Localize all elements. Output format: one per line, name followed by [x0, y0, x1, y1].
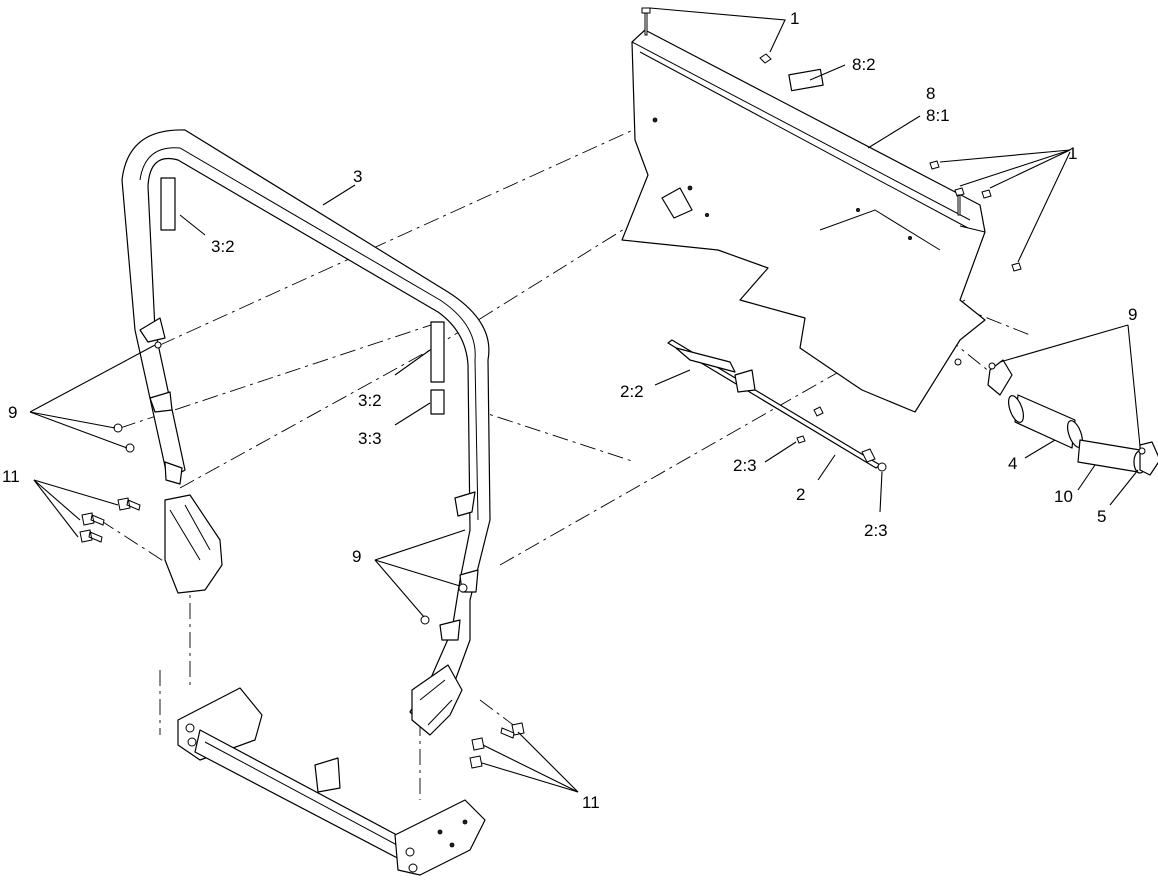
decal-3-3: [430, 389, 445, 415]
callout-3: 3: [353, 167, 362, 186]
callout-3-2-lower: 3:2: [358, 391, 382, 410]
callout-3-2-upper: 3:2: [211, 237, 235, 256]
callout-1-right: 1: [1068, 144, 1077, 163]
callout-11-bottom: 11: [582, 793, 600, 812]
callout-2-2: 2:2: [620, 382, 644, 401]
decal-8-2: [788, 68, 824, 92]
callout-11-left: 11: [2, 467, 20, 486]
callout-8-1: 8:1: [926, 106, 950, 125]
latch-pin-assembly: [987, 359, 1158, 476]
callout-10: 10: [1054, 487, 1073, 506]
rear-panel-part-8: [621, 29, 986, 413]
callout-8-2: 8:2: [852, 55, 876, 74]
callout-8: 8: [926, 84, 935, 103]
callout-2-3-left: 2:3: [733, 456, 757, 475]
callout-9-left: 9: [8, 403, 17, 422]
callout-9-right: 9: [1128, 305, 1137, 324]
bolts-part-11: [79, 497, 525, 769]
latch-rod-part-2: [667, 339, 887, 472]
callout-9-mid: 9: [352, 547, 361, 566]
callout-5: 5: [1097, 507, 1106, 526]
callout-1-top: 1: [790, 9, 799, 28]
decal-3-2-upper: [160, 177, 176, 231]
base-mount-frame: [177, 687, 486, 876]
leader-lines: [29, 7, 1141, 793]
callout-2-3-right: 2:3: [864, 521, 888, 540]
callout-2: 2: [796, 485, 805, 504]
bolts-part-1: [641, 7, 1022, 366]
callout-4: 4: [1008, 454, 1017, 473]
decal-3-2-lower: [430, 321, 445, 383]
callout-labels: 1 8:2 8 8:1 1 3 3:2 9 9 3:2 3:3 2:2 2:3 …: [2, 9, 1137, 812]
callout-3-3: 3:3: [358, 429, 382, 448]
roll-bar-part-3: [121, 129, 491, 736]
